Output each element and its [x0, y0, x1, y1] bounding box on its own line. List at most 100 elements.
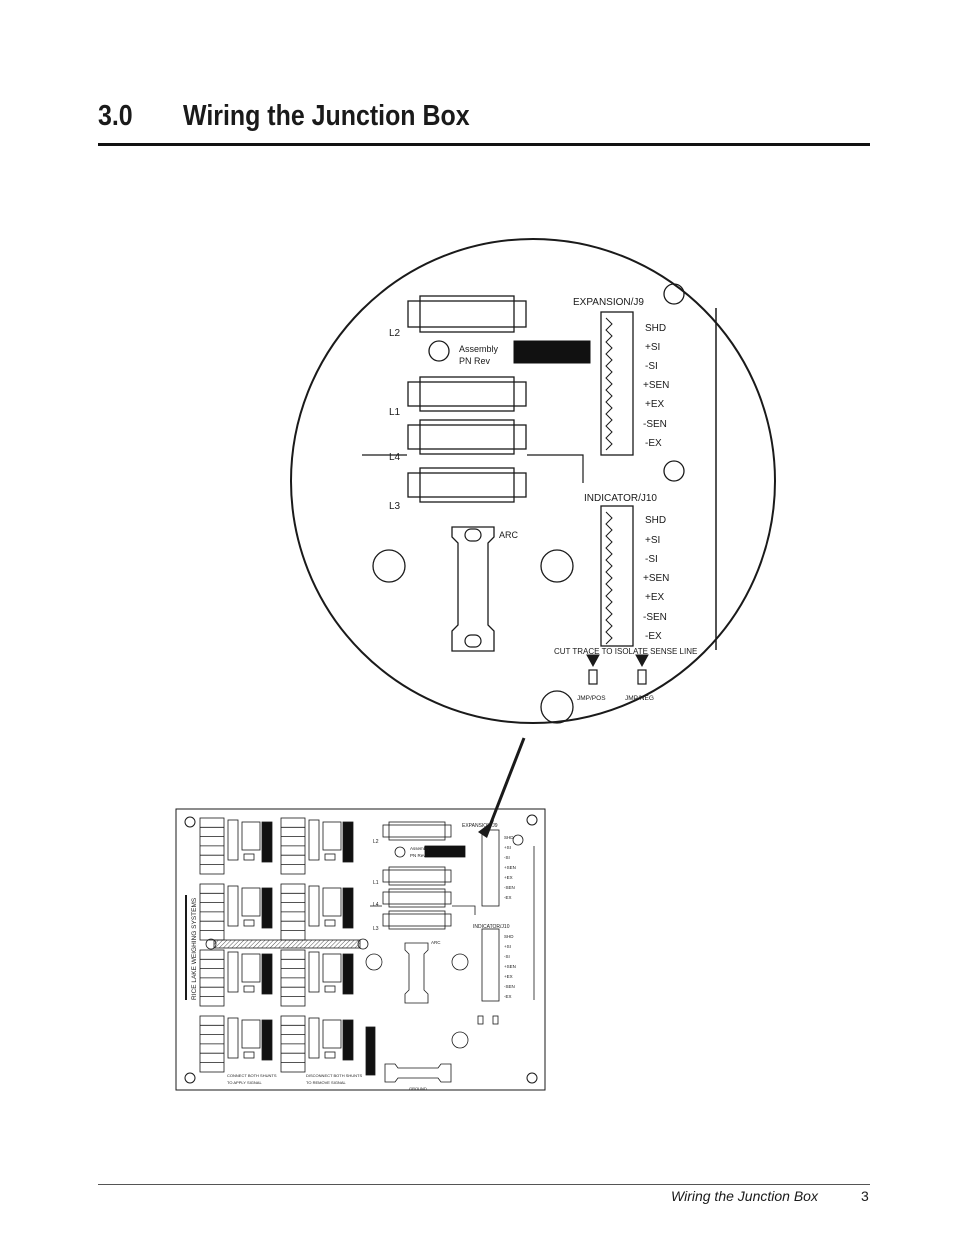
connector-l3	[407, 467, 527, 503]
detail-labels: L2 L1 L4 L3 Assembly PN Rev ARC EXPANSIO…	[389, 297, 697, 702]
detail-ind-pin-5: +EX	[645, 592, 665, 603]
board-component	[308, 819, 320, 861]
board-label-block	[261, 953, 273, 995]
svg-text:SHD: SHD	[504, 835, 514, 840]
detail-arc: ARC	[499, 530, 519, 540]
svg-text:L1: L1	[373, 880, 379, 886]
detail-ind-pin-1: SHD	[645, 515, 666, 526]
board-outline	[175, 808, 546, 1091]
board-component	[241, 953, 261, 983]
board-jumper	[324, 1051, 336, 1059]
svg-text:-SEN: -SEN	[504, 885, 515, 890]
detail-cut-trace: CUT TRACE TO ISOLATE SENSE LINE	[554, 647, 697, 656]
svg-text:+SEN: +SEN	[504, 964, 516, 969]
board-component	[227, 819, 239, 861]
board-component	[227, 885, 239, 927]
detail-indicator-label: INDICATOR/J10	[584, 493, 657, 504]
board-component	[227, 951, 239, 993]
detail-l1: L1	[389, 407, 401, 418]
detail-exp-pin-4: +SEN	[643, 380, 669, 391]
section-title: Wiring the Junction Box	[183, 100, 470, 132]
svg-text:SHD: SHD	[504, 934, 514, 939]
board-maker-text: RICE LAKE WEIGHING SYSTEMS	[185, 895, 198, 1000]
board-label-block	[342, 1019, 354, 1061]
svg-text:+SEN: +SEN	[504, 865, 516, 870]
board-terminal-blocks	[199, 817, 354, 1073]
detail-exp-pin-5: +EX	[645, 399, 665, 410]
board-label-block	[261, 821, 273, 863]
detail-jmp-neg: JMP/NEG	[625, 695, 654, 702]
detail-l3: L3	[389, 501, 401, 512]
page-number: 3	[861, 1188, 869, 1204]
connector-l2	[407, 295, 527, 333]
board-label-block	[261, 887, 273, 929]
detail-l2: L2	[389, 328, 401, 339]
svg-text:ARC: ARC	[431, 940, 441, 945]
board-jumper	[324, 919, 336, 927]
detail-ind-pin-3: -SI	[645, 554, 658, 565]
section-heading: 3.0 Wiring the Junction Box	[98, 100, 870, 146]
detail-assembly: Assembly	[459, 344, 499, 354]
detail-expansion-label: EXPANSION/J9	[573, 297, 644, 308]
detail-l4: L4	[389, 452, 401, 463]
connector-l4	[407, 419, 527, 455]
board-jumper	[243, 1051, 255, 1059]
svg-text:DISCONNECT BOTH SHUNTS: DISCONNECT BOTH SHUNTS	[306, 1073, 362, 1078]
detail-ind-pin-2: +SI	[645, 535, 660, 546]
board-label-block	[261, 1019, 273, 1061]
svg-text:-EX: -EX	[504, 994, 512, 999]
board-bus-bar	[205, 938, 369, 950]
svg-text:L3: L3	[373, 926, 379, 932]
detail-exp-pin-6: -SEN	[643, 419, 667, 430]
board-label-block	[342, 821, 354, 863]
svg-text:INDICATOR/J10: INDICATOR/J10	[473, 924, 510, 930]
title-rule	[98, 143, 870, 146]
board-jumper	[243, 853, 255, 861]
svg-text:L2: L2	[373, 839, 379, 845]
board-component	[227, 1017, 239, 1059]
svg-text:TO APPLY SIGNAL: TO APPLY SIGNAL	[227, 1080, 262, 1085]
svg-text:+SI: +SI	[504, 845, 511, 850]
board-component	[308, 885, 320, 927]
board-jumper	[243, 919, 255, 927]
svg-text:-SI: -SI	[504, 855, 510, 860]
board-component	[322, 1019, 342, 1049]
svg-text:TO REMOVE SIGNAL: TO REMOVE SIGNAL	[306, 1080, 346, 1085]
svg-text:GROUND: GROUND	[409, 1086, 427, 1091]
svg-text:-SEN: -SEN	[504, 984, 515, 989]
svg-text:L4: L4	[373, 902, 379, 908]
detail-exp-pin-7: -EX	[645, 438, 662, 449]
svg-text:-EX: -EX	[504, 895, 512, 900]
detail-pn-rev: PN Rev	[459, 356, 491, 366]
svg-text:CONNECT BOTH SHUNTS: CONNECT BOTH SHUNTS	[227, 1073, 277, 1078]
detail-exp-pin-1: SHD	[645, 323, 666, 334]
section-number: 3.0	[98, 100, 133, 132]
svg-text:+EX: +EX	[504, 974, 513, 979]
connector-l1	[407, 376, 527, 412]
detail-exp-pin-3: -SI	[645, 361, 658, 372]
board-label-block	[342, 887, 354, 929]
board-right	[365, 821, 535, 1083]
svg-text:+EX: +EX	[504, 875, 513, 880]
detail-ind-pin-4: +SEN	[643, 573, 669, 584]
footer-title: Wiring the Junction Box	[671, 1188, 818, 1204]
board-component	[241, 1019, 261, 1049]
detail-view	[290, 238, 776, 724]
board-labels: L2 L1 L4 L3 Assembly PN Rev ARC EXPANSIO…	[227, 823, 516, 1091]
detail-ind-pin-7: -EX	[645, 631, 662, 642]
board-label-block	[342, 953, 354, 995]
board-component	[308, 1017, 320, 1059]
detail-exp-pin-2: +SI	[645, 342, 660, 353]
board-component	[322, 821, 342, 851]
svg-text:EXPANSION/J9: EXPANSION/J9	[462, 823, 498, 829]
board-component	[322, 953, 342, 983]
board-jumper	[324, 985, 336, 993]
detail-ind-pin-6: -SEN	[643, 612, 667, 623]
footer-rule	[98, 1184, 870, 1185]
svg-text:-SI: -SI	[504, 954, 510, 959]
svg-text:RICE LAKE WEIGHING SYSTEMS: RICE LAKE WEIGHING SYSTEMS	[191, 897, 198, 1000]
svg-text:+SI: +SI	[504, 944, 511, 949]
detail-jmp-pos: JMP/POS	[577, 695, 606, 702]
board-component	[241, 887, 261, 917]
